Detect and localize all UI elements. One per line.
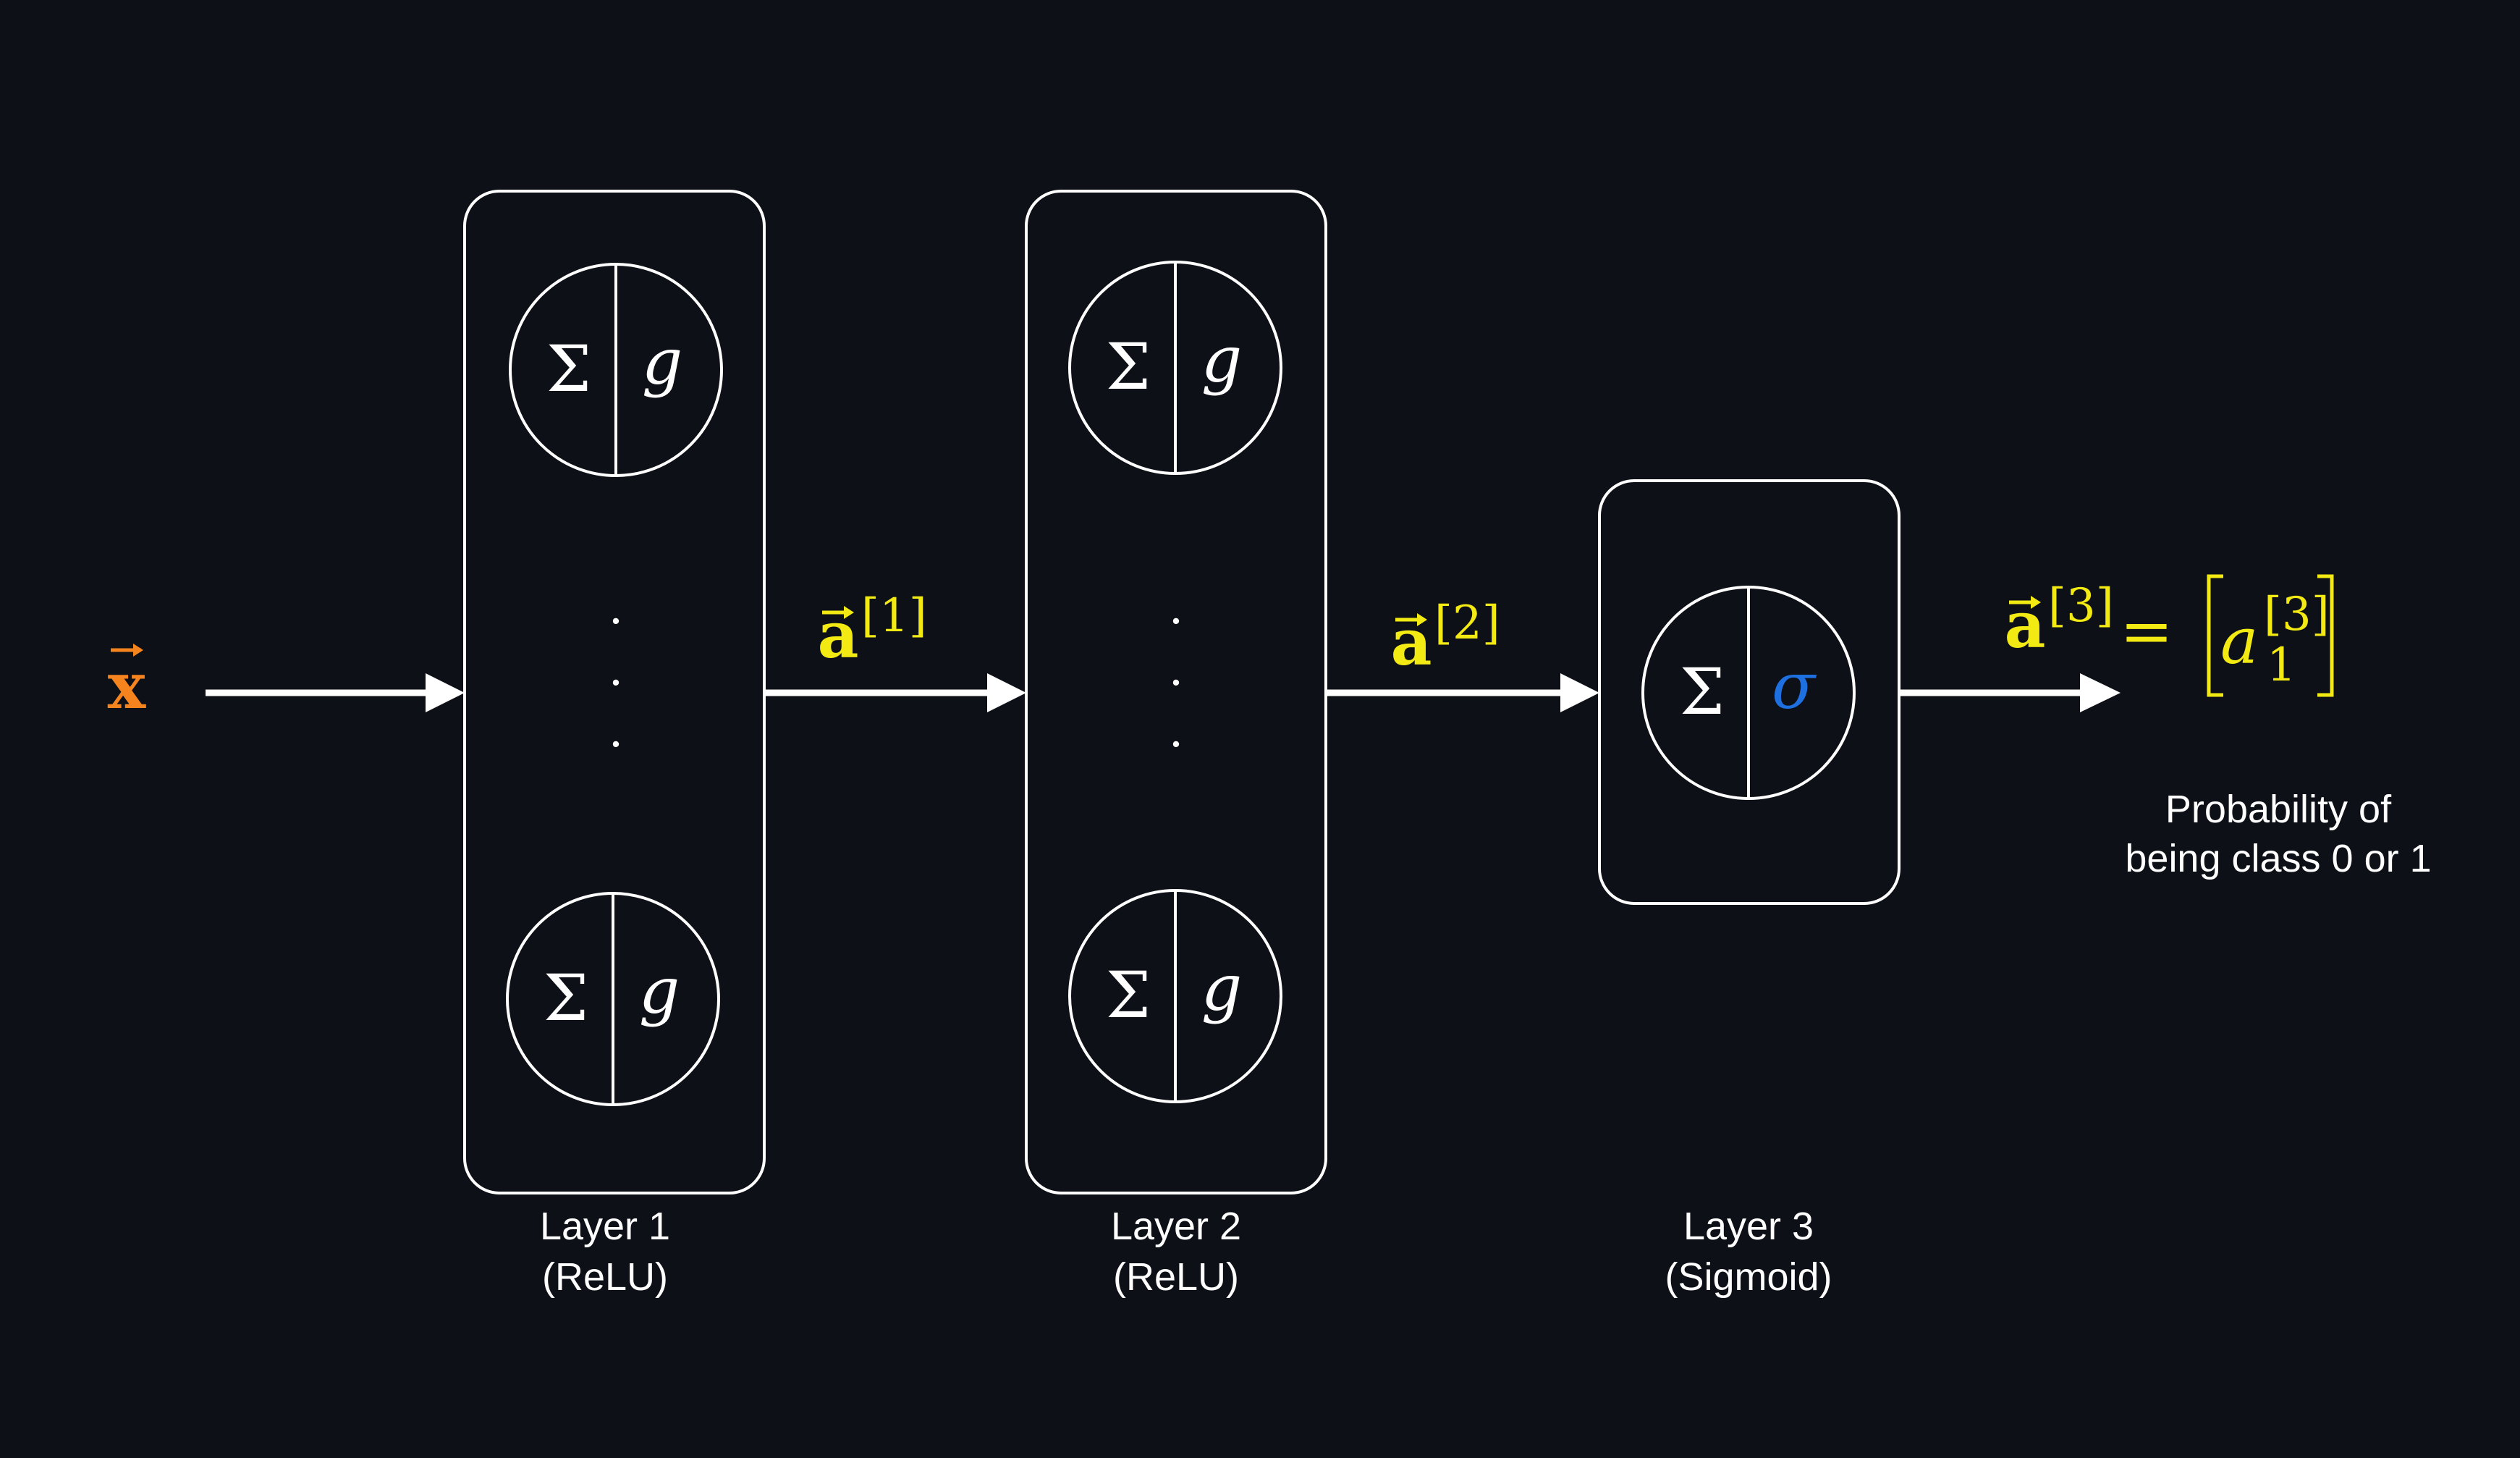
activation-function-symbol: g bbox=[642, 324, 682, 399]
activation-superscript: [2] bbox=[1434, 597, 1500, 650]
layer-2-activation-label: (ReLU) bbox=[1113, 1255, 1239, 1299]
output-equation: a [3] = a [3] 1 Probability of being cla… bbox=[2004, 574, 2432, 880]
activation-superscript: [1] bbox=[861, 589, 927, 643]
layer-1-label: Layer 1 bbox=[540, 1205, 670, 1248]
activation-vector-2: a [2] bbox=[1390, 597, 1500, 680]
output-description-line1: Probability of bbox=[2165, 788, 2392, 831]
layer-3-label: Layer 3 bbox=[1683, 1205, 1814, 1248]
svg-text:·: · bbox=[609, 595, 623, 649]
layer-2: Σ g · · · Σ g Layer 2 (ReLU) bbox=[1025, 190, 1327, 1299]
output-neuron: Σ σ bbox=[1641, 586, 1856, 800]
activation-function-symbol: g bbox=[1201, 951, 1242, 1025]
layer-1-box bbox=[463, 190, 766, 1194]
output-element-superscript: [3] bbox=[2264, 588, 2330, 641]
equals-sign: = bbox=[2120, 594, 2173, 668]
vector-arrow-tip bbox=[2031, 596, 2041, 609]
summation-symbol: Σ bbox=[546, 332, 591, 406]
output-symbol: a bbox=[2004, 587, 2045, 662]
sigmoid-symbol: σ bbox=[1772, 649, 1817, 723]
activation-symbol: a bbox=[1390, 604, 1432, 680]
neuron: Σ g bbox=[1068, 261, 1282, 475]
svg-text:·: · bbox=[1169, 595, 1183, 649]
layer-1-activation-label: (ReLU) bbox=[542, 1255, 668, 1299]
layer-3-box bbox=[1598, 479, 1900, 905]
svg-text:·: · bbox=[1169, 657, 1183, 710]
layer-3: Σ σ Layer 3 (Sigmoid) bbox=[1598, 479, 1900, 1299]
arrow-input-to-layer1 bbox=[206, 673, 465, 712]
summation-symbol: Σ bbox=[1106, 958, 1151, 1032]
vector-arrow-tip bbox=[844, 606, 854, 619]
neuron: Σ g bbox=[506, 892, 720, 1106]
activation-function-symbol: g bbox=[639, 953, 680, 1028]
svg-text:·: · bbox=[1169, 718, 1183, 772]
arrow-layer3-to-output bbox=[1899, 673, 2121, 712]
svg-text:·: · bbox=[609, 657, 623, 710]
layer-3-activation-label: (Sigmoid) bbox=[1665, 1255, 1832, 1299]
summation-symbol: Σ bbox=[1680, 654, 1725, 729]
neuron: Σ g bbox=[509, 263, 723, 477]
activation-symbol: a bbox=[817, 597, 858, 673]
activation-vector-1: a [1] bbox=[817, 589, 926, 673]
layer-2-label: Layer 2 bbox=[1111, 1205, 1241, 1248]
activation-function-symbol: g bbox=[1201, 322, 1242, 397]
output-description-line2: being class 0 or 1 bbox=[2125, 837, 2431, 880]
output-superscript: [3] bbox=[2048, 579, 2114, 633]
summation-symbol: Σ bbox=[544, 961, 588, 1035]
output-element: a bbox=[2220, 604, 2258, 678]
neuron: Σ g bbox=[1068, 889, 1282, 1103]
input-vector-arrow-tip bbox=[133, 644, 143, 657]
input-vector: x bbox=[108, 644, 147, 723]
ellipsis: · · · bbox=[1169, 595, 1183, 772]
matrix-right-bracket bbox=[2317, 574, 2334, 697]
matrix-left-bracket bbox=[2207, 574, 2223, 697]
output-element-subscript: 1 bbox=[2267, 639, 2296, 692]
arrow-layer1-to-layer2 bbox=[764, 673, 1026, 712]
layer-1: Σ g · · · Σ g Layer 1 (ReLU) bbox=[463, 190, 766, 1299]
summation-symbol: Σ bbox=[1106, 329, 1151, 404]
svg-text:·: · bbox=[609, 718, 623, 772]
ellipsis: · · · bbox=[609, 595, 623, 772]
layer-2-box bbox=[1025, 190, 1327, 1194]
input-vector-symbol: x bbox=[108, 648, 147, 723]
arrow-layer2-to-layer3 bbox=[1326, 673, 1599, 712]
vector-arrow-tip bbox=[1417, 613, 1427, 626]
